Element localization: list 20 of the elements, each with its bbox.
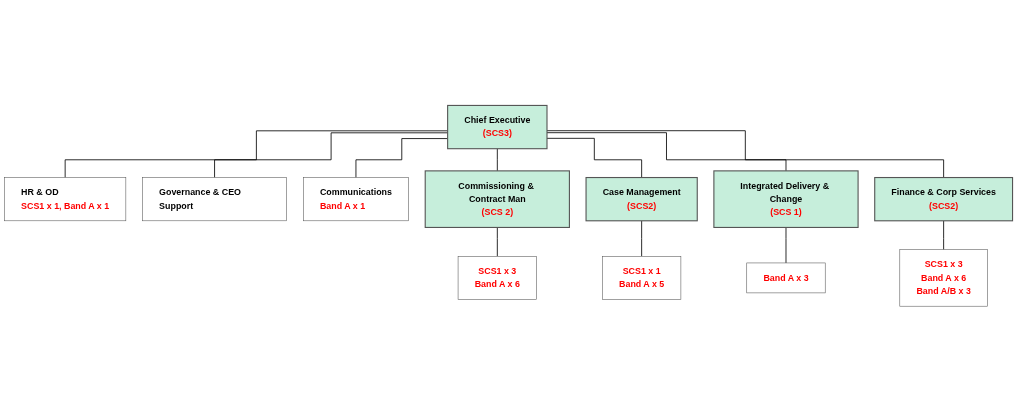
- node-box: Governance & CEO Support: [142, 176, 287, 221]
- connector: [546, 137, 643, 178]
- node-box: SCS1 x 3 Band A x 6 Band A/B x 3: [899, 249, 988, 307]
- connector: [496, 226, 498, 257]
- node-box: Band A x 3: [746, 262, 826, 293]
- node-box: Chief Executive (SCS3): [447, 104, 548, 149]
- node-box: SCS1 x 1 Band A x 5: [602, 255, 682, 300]
- node-box: SCS1 x 3 Band A x 6: [457, 255, 537, 300]
- node-box: Case Management (SCS2): [585, 176, 698, 222]
- node-box: Finance & Corp Services (SCS2): [874, 176, 1014, 222]
- connector: [546, 129, 945, 178]
- connector: [496, 147, 498, 171]
- node-box: Commissioning & Contract Man (SCS 2): [424, 170, 570, 228]
- connector: [943, 220, 945, 250]
- connector: [641, 220, 643, 257]
- connector: [546, 131, 787, 171]
- node-box: HR & OD SCS1 x 1, Band A x 1: [4, 176, 127, 221]
- connector: [785, 226, 787, 264]
- node-box: Integrated Delivery & Change (SCS 1): [713, 170, 859, 228]
- node-box: Communications Band A x 1: [303, 176, 409, 221]
